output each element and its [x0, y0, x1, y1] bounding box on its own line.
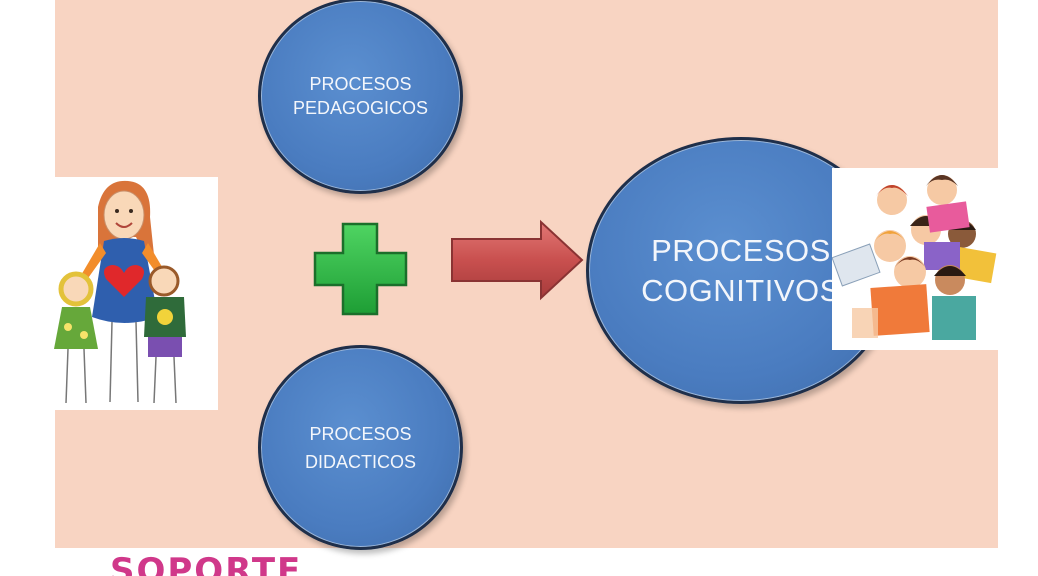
node-label-line2: DIDACTICOS	[304, 451, 416, 472]
teacher-with-children-illustration	[40, 177, 218, 410]
node-label-line2: PEDAGOGICOS	[292, 98, 429, 118]
node-label-line2: COGNITIVOS	[641, 272, 841, 308]
node-label-line1: PROCESOS	[309, 423, 412, 444]
plus-icon	[313, 222, 408, 316]
node-label-line1: PROCESOS	[651, 232, 831, 268]
node-procesos-didacticos: PROCESOS DIDACTICOS	[258, 345, 463, 550]
children-reading-books-illustration	[831, 168, 998, 350]
arrow-right-icon	[451, 219, 584, 301]
node-label-line1: PROCESOS	[309, 74, 412, 94]
soporte-logo: SOPORTE	[110, 551, 303, 576]
node-procesos-pedagogicos: PROCESOS PEDAGOGICOS	[258, 0, 463, 194]
